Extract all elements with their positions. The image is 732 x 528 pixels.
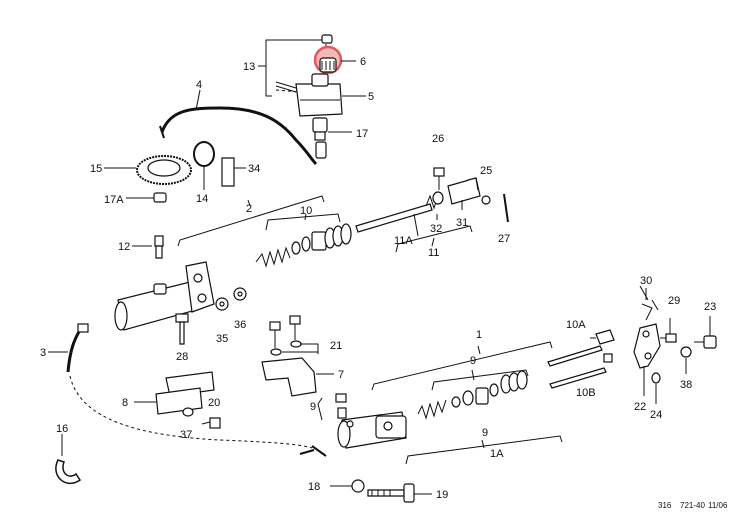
bolt-30 <box>639 285 659 321</box>
callout-26: 26 <box>432 133 444 145</box>
push-rod-10B <box>549 337 613 389</box>
callout-7: 7 <box>338 369 344 381</box>
washer-35 <box>215 297 229 311</box>
master-cylinder-body <box>114 261 215 331</box>
grommet-ring-15 <box>104 155 192 185</box>
callout-9-lower: 9 <box>482 427 488 439</box>
footer-reference: 316 721-40 11/06 <box>658 501 728 510</box>
footer-code-a: 316 <box>658 501 672 510</box>
callout-30: 30 <box>640 275 652 287</box>
callout-34: 34 <box>248 163 260 175</box>
callout-19: 19 <box>436 489 448 501</box>
callout-31: 31 <box>456 217 468 229</box>
callout-16: 16 <box>56 423 68 435</box>
bolt-28 <box>175 313 189 345</box>
callout-36: 36 <box>234 319 246 331</box>
callout-10b: 10B <box>576 387 596 399</box>
callout-29: 29 <box>668 295 680 307</box>
callout-32: 32 <box>430 223 442 235</box>
callout-5: 5 <box>368 91 374 103</box>
bolt-29 <box>660 318 677 343</box>
clip-34 <box>221 157 246 187</box>
hose-4 <box>159 89 318 166</box>
bracket-8 <box>134 371 221 429</box>
push-rod-10A <box>547 329 615 367</box>
slave-cylinder-body <box>337 411 407 449</box>
callout-1: 1 <box>476 329 482 341</box>
callout-23: 23 <box>704 301 716 313</box>
bolt-23 <box>694 316 717 349</box>
reservoir-cap-6 <box>313 45 343 75</box>
callout-9-bleed: 9 <box>310 401 316 413</box>
callout-4: 4 <box>196 79 202 91</box>
reservoir-connector-17 <box>312 117 328 159</box>
callout-1a: 1A <box>490 448 504 460</box>
callout-10a: 10A <box>566 319 586 331</box>
fitting-12 <box>132 235 164 259</box>
bracket-7 <box>261 315 334 397</box>
callout-8: 8 <box>122 397 128 409</box>
callout-10: 10 <box>300 205 312 217</box>
callout-28: 28 <box>176 351 188 363</box>
callout-25: 25 <box>480 165 492 177</box>
callout-21: 21 <box>330 340 342 352</box>
callout-35: 35 <box>216 333 228 345</box>
release-lever-22 <box>633 323 661 396</box>
hose-clamp-14 <box>193 141 215 190</box>
washer-18 <box>330 479 365 493</box>
reservoir-group <box>258 34 366 159</box>
footer-date: 11/06 <box>708 501 728 510</box>
callout-12: 12 <box>118 241 130 253</box>
callout-2: 2 <box>246 203 252 215</box>
washer-36 <box>233 287 247 301</box>
callout-20: 20 <box>208 397 220 409</box>
callout-17: 17 <box>356 128 368 140</box>
callout-9-upper: 9 <box>470 355 476 367</box>
callout-22: 22 <box>634 401 646 413</box>
callout-27: 27 <box>498 233 510 245</box>
washer-38 <box>680 346 692 374</box>
push-rod-group-11 <box>355 167 509 253</box>
fluid-reservoir-5 <box>295 73 343 117</box>
callout-6: 6 <box>360 56 366 68</box>
bolt-19 <box>367 483 432 503</box>
footer-code-b: 721-40 <box>680 501 705 510</box>
screw-13 <box>275 34 333 93</box>
washer-24 <box>651 372 661 404</box>
callout-13: 13 <box>243 61 255 73</box>
callout-15: 15 <box>90 163 102 175</box>
master-cylinder-group <box>114 195 352 331</box>
callout-18: 18 <box>308 481 320 493</box>
callout-labels: 1 1A 2 3 4 5 6 7 8 9 9 9 10 10A 10B 11 1… <box>40 56 716 501</box>
slave-cylinder-group <box>317 341 563 465</box>
callout-11a: 11A <box>394 235 413 247</box>
callout-37: 37 <box>180 429 192 441</box>
callout-14: 14 <box>196 193 208 205</box>
clip-16 <box>55 434 82 485</box>
callout-3: 3 <box>40 347 46 359</box>
callout-11: 11 <box>428 247 439 259</box>
callout-17a: 17A <box>104 194 124 206</box>
callout-38: 38 <box>680 379 692 391</box>
nut-17A <box>126 192 167 203</box>
pressure-tube-3 <box>48 323 327 457</box>
callout-24: 24 <box>650 409 662 421</box>
